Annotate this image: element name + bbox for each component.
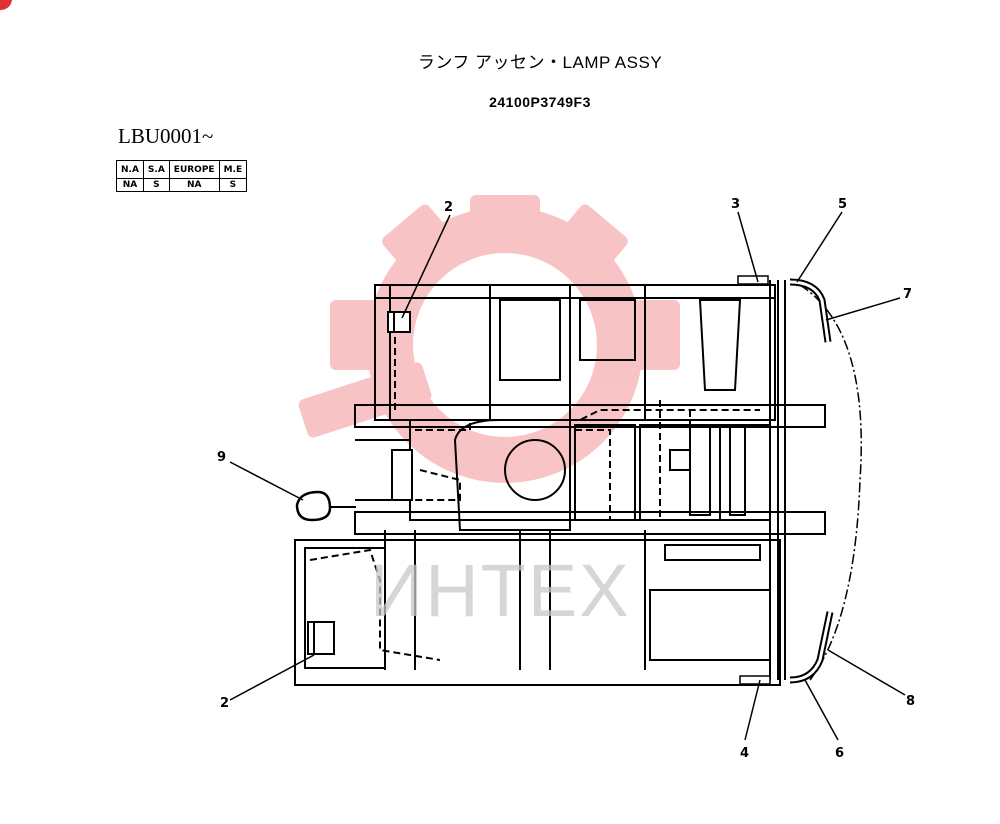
- region-value: S: [142, 178, 170, 192]
- corner-mark-icon: [0, 0, 12, 10]
- lamp-icon: [387, 311, 411, 333]
- beacon-lamp-icon: [295, 490, 356, 522]
- frame-outline: [294, 280, 826, 686]
- region-value: S: [218, 178, 248, 192]
- lamp-icon: [307, 621, 335, 655]
- part-number: 24100P3749F3: [489, 94, 591, 110]
- callout-label: 3: [731, 197, 741, 212]
- wiring-harness: [309, 315, 760, 661]
- callout-label: 2: [444, 200, 454, 215]
- leader-lines: [229, 211, 906, 741]
- callout-label: 2: [220, 696, 230, 711]
- callout-label: 9: [217, 450, 227, 465]
- regions-value-row: NA S NA S: [116, 178, 248, 192]
- callout-label: 6: [835, 746, 845, 761]
- watermark-text: ИНТЕХ: [370, 549, 631, 632]
- callout-label: 5: [838, 197, 848, 212]
- callout-label: 7: [903, 287, 913, 302]
- diagram-title: ランフ アッセン・LAMP ASSY: [417, 53, 663, 72]
- region-value: NA: [116, 178, 144, 192]
- regions-table: N.A S.A EUROPE M.E NA S NA S: [116, 160, 248, 192]
- callout-label: 4: [740, 746, 750, 761]
- callout-label: 8: [906, 694, 916, 709]
- serial-range: LBU0001~: [118, 124, 214, 148]
- region-value: NA: [168, 178, 220, 192]
